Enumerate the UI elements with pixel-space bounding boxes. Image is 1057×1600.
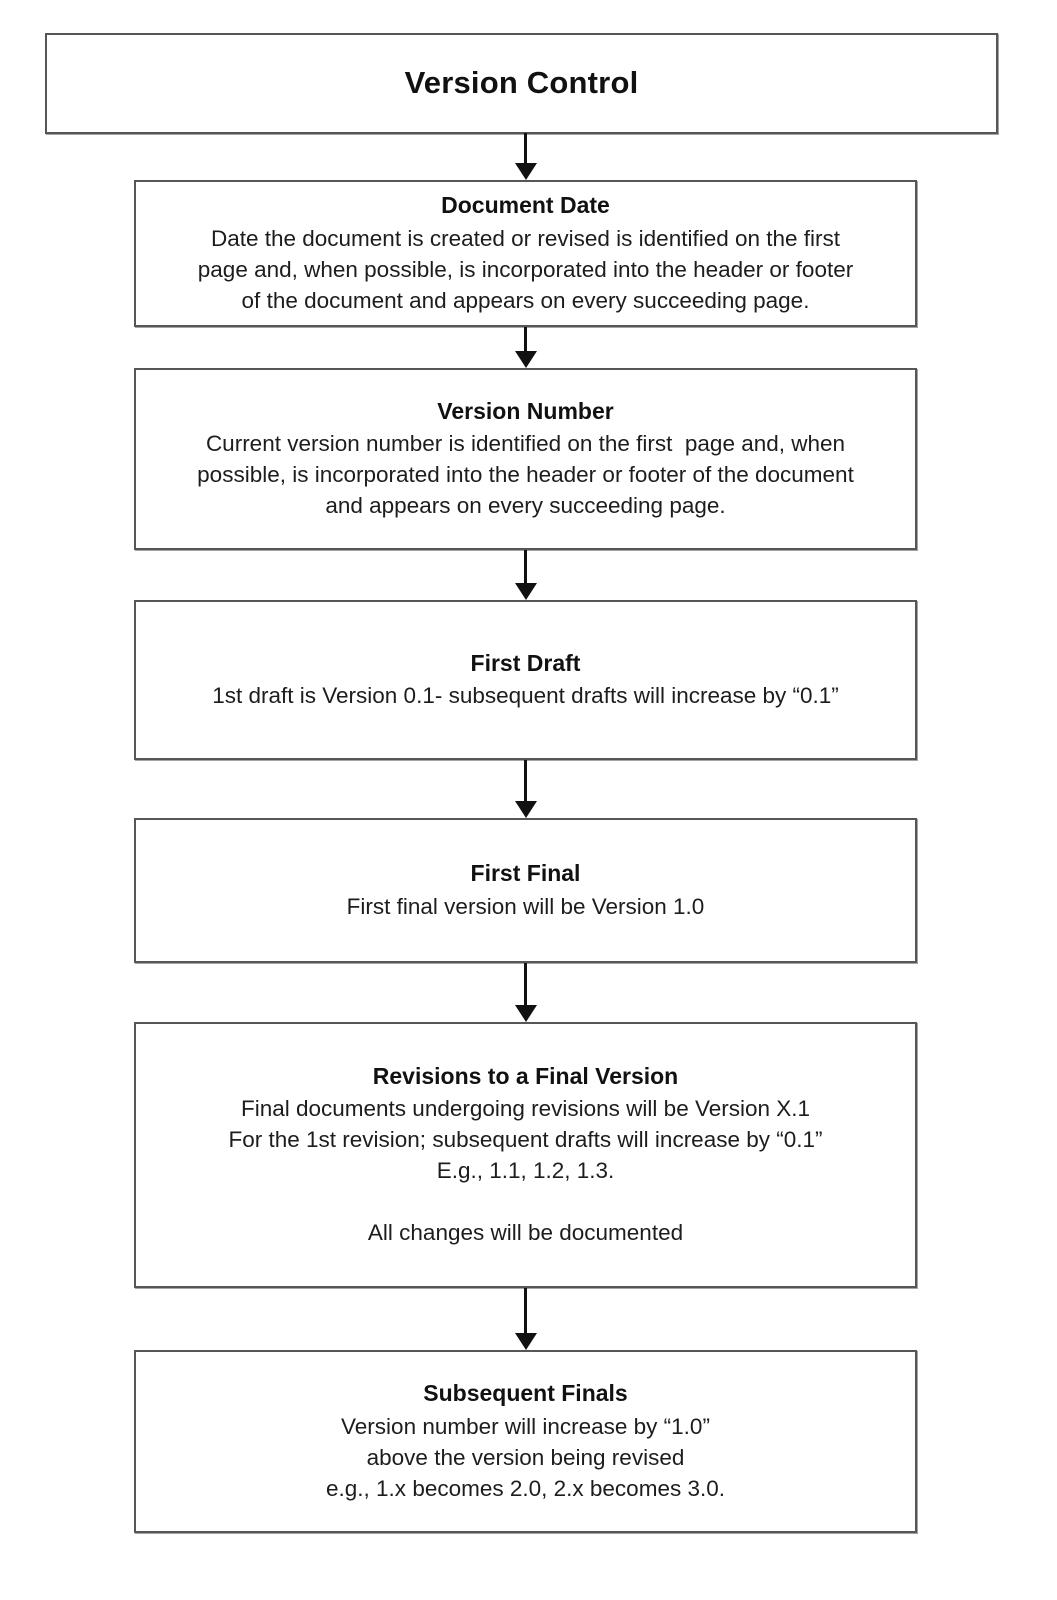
node-first-final-body: First final version will be Version 1.0 — [347, 891, 705, 922]
node-subsequent-finals-title: Subsequent Finals — [423, 1380, 628, 1407]
node-text-line: For the 1st revision; subsequent drafts … — [228, 1127, 823, 1153]
arrowhead-down-icon — [515, 1005, 537, 1022]
node-subsequent-finals-body: Version number will increase by “1.0” ab… — [326, 1411, 725, 1504]
node-text-line: above the version being revised — [366, 1444, 685, 1470]
node-text-line: 1st draft is Version 0.1- subsequent dra… — [212, 683, 839, 709]
node-text-line: Final documents undergoing revisions wil… — [240, 1096, 811, 1122]
connector-shaft — [524, 963, 527, 1005]
node-revisions-title: Revisions to a Final Version — [372, 1062, 679, 1089]
arrowhead-down-icon — [515, 801, 537, 818]
connector-shaft — [524, 550, 527, 583]
arrowhead-down-icon — [515, 1333, 537, 1350]
node-text-line: page and, when possible, is incorporated… — [197, 256, 854, 282]
node-text-line: Current version number is identified on … — [205, 431, 846, 457]
connector-arrow-first-draft-to-first-final — [515, 760, 537, 818]
node-text-line: First final version will be Version 1.0 — [346, 893, 705, 919]
connector-arrow-document-date-to-version-number — [515, 327, 537, 368]
connector-arrow-first-final-to-revisions — [515, 963, 537, 1022]
node-first-draft-body: 1st draft is Version 0.1- subsequent dra… — [212, 680, 839, 711]
connector-arrow-version-number-to-first-draft — [515, 550, 537, 600]
flowchart-title-label: Version Control — [404, 64, 639, 100]
node-text-line: and appears on every succeeding page. — [325, 493, 726, 519]
node-version-number: Version Number Current version number is… — [134, 368, 917, 550]
node-document-date: Document Date Date the document is creat… — [134, 180, 917, 327]
node-text-line: Version number will increase by “1.0” — [341, 1413, 710, 1439]
node-text-line: of the document and appears on every suc… — [241, 287, 810, 313]
arrowhead-down-icon — [515, 583, 537, 600]
connector-shaft — [524, 327, 527, 351]
node-text-line: possible, is incorporated into the heade… — [197, 462, 854, 488]
arrowhead-down-icon — [515, 351, 537, 368]
node-text-line: All changes will be documented — [367, 1220, 684, 1246]
node-first-draft: First Draft 1st draft is Version 0.1- su… — [134, 600, 917, 760]
connector-shaft — [524, 760, 527, 801]
node-text-line: Date the document is created or revised … — [210, 225, 841, 251]
node-first-final: First Final First final version will be … — [134, 818, 917, 963]
node-version-number-body: Current version number is identified on … — [197, 428, 854, 521]
node-first-final-title: First Final — [470, 860, 581, 887]
node-version-number-title: Version Number — [437, 397, 614, 424]
flowchart-title-box: Version Control — [45, 33, 998, 134]
connector-arrow-revisions-to-subsequent-finals — [515, 1288, 537, 1350]
arrowhead-down-icon — [515, 163, 537, 180]
connector-shaft — [524, 133, 527, 163]
node-document-date-title: Document Date — [441, 192, 610, 219]
connector-shaft — [524, 1288, 527, 1333]
node-subsequent-finals: Subsequent Finals Version number will in… — [134, 1350, 917, 1533]
node-document-date-body: Date the document is created or revised … — [198, 223, 853, 316]
node-revisions-body: Final documents undergoing revisions wil… — [228, 1093, 822, 1248]
node-text-line: e.g., 1.x becomes 2.0, 2.x becomes 3.0. — [326, 1475, 725, 1501]
node-text-blank-line — [228, 1186, 822, 1217]
node-text-line: E.g., 1.1, 1.2, 1.3. — [436, 1158, 615, 1184]
node-revisions-to-a-final-version: Revisions to a Final Version Final docum… — [134, 1022, 917, 1288]
connector-arrow-title-to-document-date — [515, 133, 537, 180]
node-first-draft-title: First Draft — [470, 649, 581, 676]
